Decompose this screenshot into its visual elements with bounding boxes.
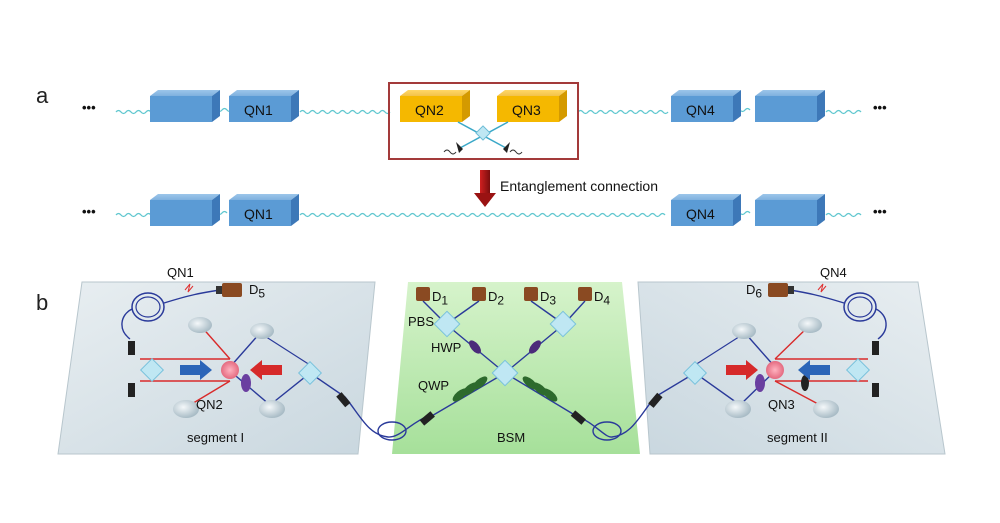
row2-label-qn1: QN1 (244, 206, 273, 222)
fiber-right (574, 396, 656, 438)
bsm-detector-3-sub: 3 (549, 293, 557, 308)
row2-label-qn4: QN4 (686, 206, 715, 222)
row1-dots-right: ••• (873, 100, 887, 115)
segment-1-detector-sub: 5 (258, 286, 266, 301)
segment-2-qn4-label: QN4 (820, 265, 847, 280)
bsm-pbs-label: PBS (408, 314, 435, 329)
panel-a-diagram (115, 82, 862, 226)
bsm-title: BSM (497, 430, 526, 445)
bsm-detector-4-name: D (594, 289, 604, 304)
bsm-detector-2-sub: 2 (497, 293, 505, 308)
panel-a-letter: a (36, 83, 49, 108)
row1-waves (115, 107, 862, 115)
row2-block-right (755, 194, 825, 226)
bsm-detector-3-name: D (540, 289, 550, 304)
panel-b-letter: b (36, 290, 49, 315)
row2-block-qn4 (671, 194, 741, 226)
bsm-detector-4-sub: 4 (603, 293, 611, 308)
segment-1-qn1-label: QN1 (167, 265, 194, 280)
segment-1-qn2-label: QN2 (196, 397, 223, 412)
row1-crossing (443, 121, 523, 155)
panel-b-diagram (57, 281, 946, 455)
bsm-detector-4: D4 (594, 289, 610, 308)
bsm-optics (416, 287, 592, 426)
segment-1-plate (57, 281, 376, 455)
fiber-loop-left (377, 421, 407, 441)
segment-2-plate (637, 281, 946, 455)
bsm-detector-1: D1 (432, 289, 448, 308)
bsm-highlight-frame (388, 82, 579, 160)
fiber-left (344, 396, 431, 438)
row1-block-qn1 (229, 90, 299, 122)
row1-block-qn3 (497, 90, 567, 122)
segment-2-detector-name: D (746, 282, 756, 297)
bsm-detector-3: D3 (540, 289, 556, 308)
row1-label-qn3: QN3 (512, 102, 541, 118)
row1-block-qn2 (400, 90, 470, 122)
segment-1-title: segment I (187, 430, 245, 445)
row1-block-left (150, 90, 220, 122)
row1-block-qn4 (671, 90, 741, 122)
bsm-detector-1-sub: 1 (441, 293, 449, 308)
row2-dots-left: ••• (82, 204, 96, 219)
bsm-qwp-label: QWP (418, 378, 450, 393)
segment-1-optics (121, 283, 351, 418)
segment-2-detector-sub: 6 (755, 286, 763, 301)
row1-label-qn1: QN1 (244, 102, 273, 118)
row1-label-qn2: QN2 (415, 102, 444, 118)
segment-2-optics (648, 283, 887, 418)
segment-2-title: segment II (767, 430, 828, 445)
segment-1-detector-label: D5 (249, 282, 265, 301)
fiber-loop-right (592, 421, 622, 441)
segment-2-detector-label: D6 (746, 282, 762, 301)
row2-block-qn1 (229, 194, 299, 226)
row2-waves (115, 210, 862, 218)
row2-dots-right: ••• (873, 204, 887, 219)
row2-block-left (150, 194, 220, 226)
segment-2-qn3-label: QN3 (768, 397, 795, 412)
segment-1-detector-name: D (249, 282, 259, 297)
bsm-detector-2-name: D (488, 289, 498, 304)
row1-label-qn4: QN4 (686, 102, 715, 118)
bsm-detector-1-name: D (432, 289, 442, 304)
row1-block-right (755, 90, 825, 122)
row1-dots-left: ••• (82, 100, 96, 115)
bsm-detector-2: D2 (488, 289, 504, 308)
entanglement-connection-label: Entanglement connection (500, 178, 658, 194)
bsm-hwp-label: HWP (431, 340, 462, 355)
entanglement-arrow (474, 170, 496, 207)
